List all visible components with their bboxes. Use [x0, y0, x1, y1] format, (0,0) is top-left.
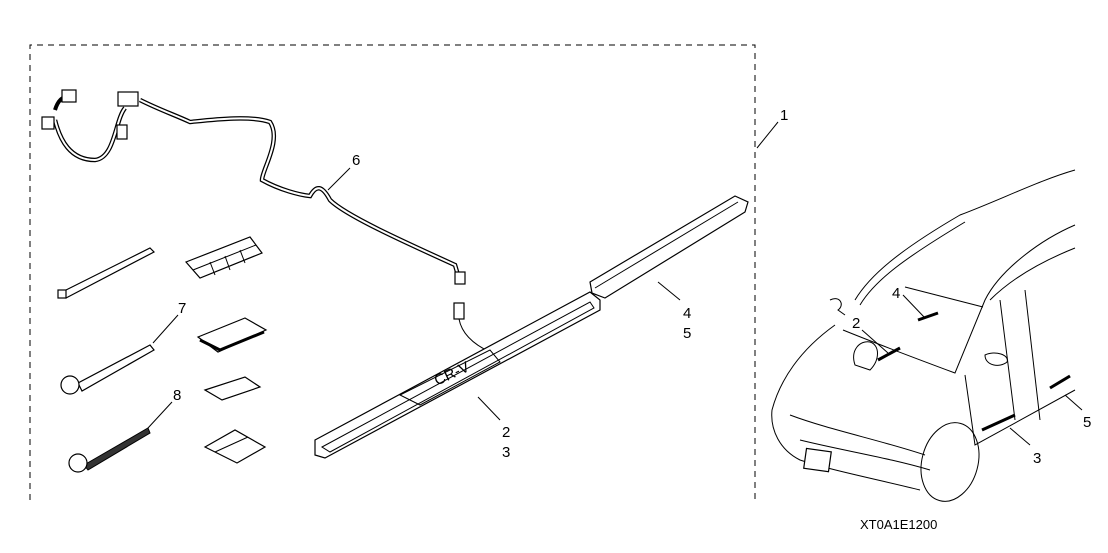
- callout-2: 2: [502, 424, 510, 441]
- protective-film: [203, 429, 267, 464]
- double-sided-tape: [184, 236, 263, 279]
- callout-3: 3: [502, 444, 510, 461]
- car-callout-4: 4: [892, 285, 900, 302]
- callout-1: 1: [780, 107, 788, 124]
- cleaning-pad: [196, 317, 268, 353]
- car-callout-2: 2: [852, 315, 860, 332]
- vehicle-illustration: [771, 169, 1076, 502]
- clip-tie-8: [68, 427, 151, 473]
- clip-tie-7: [60, 344, 155, 395]
- diagram-code: XT0A1E1200: [860, 517, 937, 532]
- wire-harness: [41, 89, 491, 353]
- callout-7: 7: [178, 300, 186, 317]
- callout-5: 5: [683, 325, 691, 342]
- kit-boundary-dashed: [29, 44, 756, 500]
- callout-4: 4: [683, 305, 691, 322]
- car-callout-3: 3: [1033, 450, 1041, 467]
- adhesive-sheet: [203, 376, 262, 401]
- car-callout-5: 5: [1083, 414, 1091, 431]
- callout-leaders: [147, 121, 1083, 446]
- callout-8: 8: [173, 387, 181, 404]
- cable-tie: [57, 247, 156, 299]
- callout-6: 6: [352, 152, 360, 169]
- rear-sill-plate: [589, 195, 749, 299]
